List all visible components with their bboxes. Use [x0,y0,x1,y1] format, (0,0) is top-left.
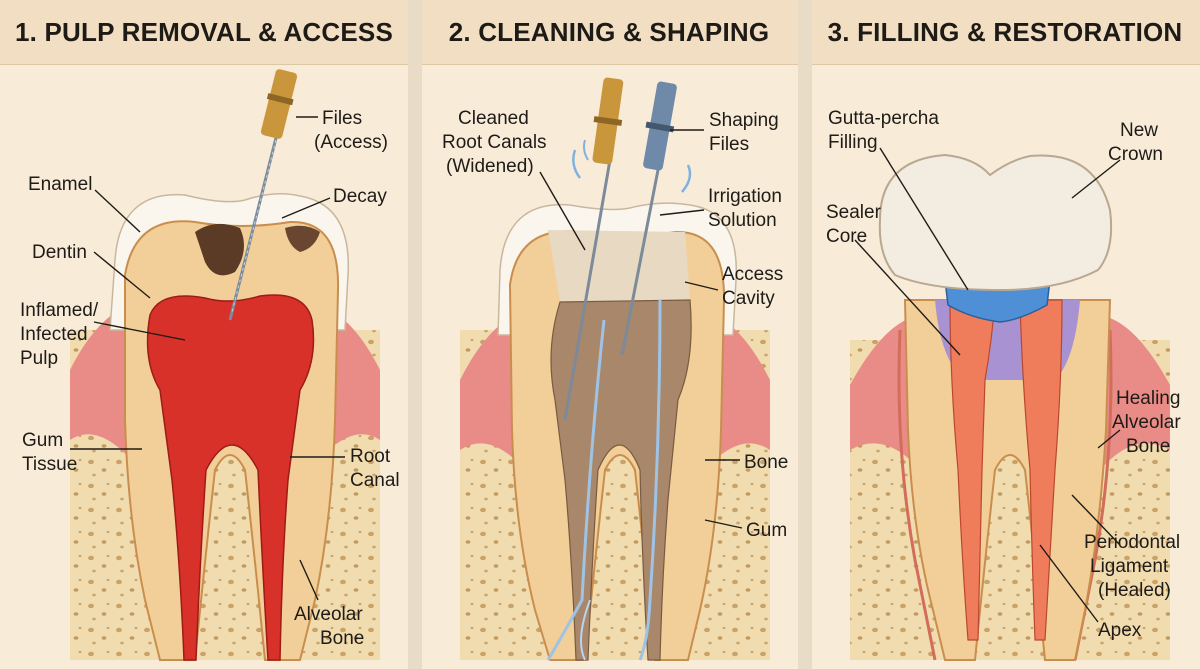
pulp-chamber [146,294,315,661]
label-cleaned-canals: Cleaned [458,108,529,129]
label-access-cavity: Cavity [722,288,775,309]
panel-header: 1. PULP REMOVAL & ACCESS [0,0,408,65]
label-root-canal: Root [350,446,391,467]
label-gutta-percha: Filling [828,132,878,153]
label-access-cavity: Access [722,264,783,285]
label-enamel: Enamel [28,174,92,195]
gum-tissue [850,318,920,470]
label-dentin: Dentin [32,242,87,263]
label-periodontal-ligament: (Healed) [1098,580,1171,601]
access-cavity [548,230,690,302]
panel-header: 2. CLEANING & SHAPING [420,0,798,65]
panel-title: 2. CLEANING & SHAPING [448,16,770,47]
label-irrigation: Solution [708,210,777,231]
label-new-crown: Crown [1108,144,1163,165]
label-gutta-percha: Gutta-percha [828,108,939,129]
label-bone: Bone [744,452,788,473]
new-crown [878,153,1113,292]
label-apex: Apex [1098,620,1142,641]
gum-tissue [460,315,525,470]
label-new-crown: New [1120,120,1158,141]
panel-divider [408,0,422,669]
label-pulp: Pulp [20,348,58,369]
label-pulp: Inflamed/ [20,300,99,321]
file-handle [260,69,298,139]
panel-title: 1. PULP REMOVAL & ACCESS [14,16,394,47]
irrigation-flow [580,599,591,661]
sealer [944,279,1051,323]
cleaned-canals [550,299,692,661]
label-shaping-files: Shaping [709,110,779,131]
panel-divider [798,0,812,669]
label-healing-bone: Bone [1126,436,1170,457]
label-sealer-core: Core [826,226,867,247]
label-periodontal-ligament: Periodontal [1084,532,1180,553]
irrigation-flow [546,319,606,661]
periodontal-ligament [897,329,1113,661]
tooth-infected [70,69,380,661]
label-irrigation: Irrigation [708,186,782,207]
label-periodontal-ligament: Ligament [1090,556,1169,577]
label-cleaned-canals: (Widened) [446,156,534,177]
gutta-percha [949,299,996,641]
gum-tissue [70,305,140,470]
label-healing-bone: Healing [1116,388,1180,409]
irrigation-flow [638,299,662,661]
label-decay: Decay [333,186,387,207]
label-files: (Access) [314,132,388,153]
label-healing-bone: Alveolar [1112,412,1181,433]
decay [195,223,244,276]
label-shaping-files: Files [709,134,749,155]
label-files: Files [322,108,362,129]
label-alveolar: Alveolar [294,604,363,625]
gutta-percha [1019,299,1063,641]
label-alveolar: Bone [320,628,364,649]
label-gum: Gum [22,430,63,451]
label-sealer-core: Sealer [826,202,882,223]
panel-title: 3. FILLING & RESTORATION [827,16,1183,47]
label-gum: Tissue [22,454,77,475]
panel-header: 3. FILLING & RESTORATION [810,0,1200,65]
label-pulp: Infected [20,324,88,345]
label-gum: Gum [746,520,787,541]
tooth-cleaned [460,77,770,661]
label-cleaned-canals: Root Canals [442,132,547,153]
label-root-canal: Canal [350,470,400,491]
decay [285,225,320,252]
tooth-restored [850,153,1170,661]
